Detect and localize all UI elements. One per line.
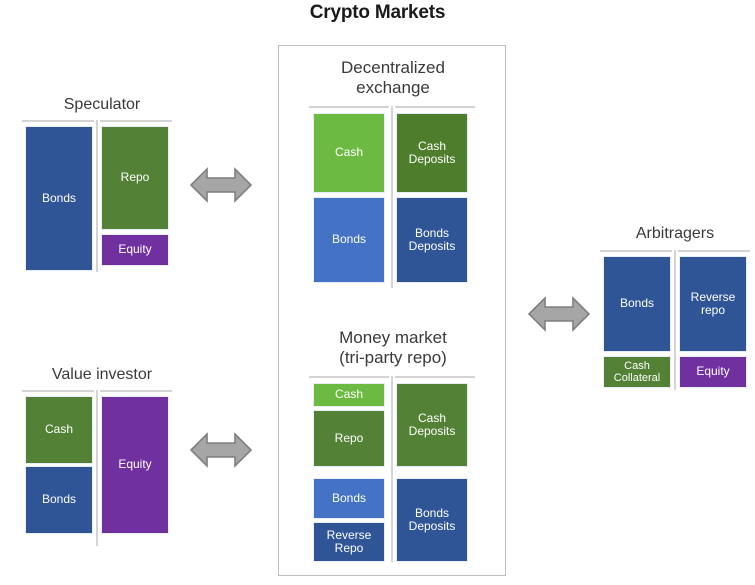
arbitragers-title: Arbitragers: [635, 225, 715, 242]
dex-asset-bonds: Bonds: [313, 197, 385, 283]
speculator-balance-divider: [96, 120, 98, 272]
speculator-liability-equity: Equity: [101, 234, 169, 266]
money-market-liability-bonds-deposits: Bonds Deposits: [396, 478, 468, 562]
arbitragers-asset-cash-collateral: Cash Collateral: [603, 356, 671, 388]
money-market-balance-divider: [391, 376, 393, 562]
speculator-liability-rule: [100, 120, 172, 122]
page-title: Crypto Markets: [309, 2, 446, 23]
arrow-money-market-to-arbitragers: [527, 292, 591, 336]
money-market-title-line2: (tri-party repo): [339, 348, 447, 367]
arbitragers-asset-bonds: Bonds: [603, 256, 671, 352]
value-investor-liability-rule: [100, 390, 172, 392]
dex-title-line1: Decentralized: [341, 58, 445, 77]
arbitragers-liability-equity: Equity: [679, 356, 747, 388]
money-market-title-line1: Money market: [339, 328, 447, 347]
value-investor-liability-equity: Equity: [101, 396, 169, 534]
dex-balance-divider: [391, 106, 393, 288]
dex-title-line2: exchange: [356, 78, 430, 97]
dex-liability-bonds-deposits: Bonds Deposits: [396, 197, 468, 283]
arbitragers-balance-divider: [674, 250, 676, 390]
money-market-asset-reverse-repo: Reverse Repo: [313, 522, 385, 562]
entity-speculator: Speculator Bonds Repo Equity: [22, 96, 182, 286]
value-investor-title: Value investor: [51, 366, 153, 383]
dex-asset-cash: Cash: [313, 113, 385, 193]
entity-arbitragers: Arbitragers Bonds Cash Collateral Revers…: [600, 225, 750, 395]
arrow-value-investor-to-money-market: [189, 428, 253, 472]
speculator-asset-rule: [22, 120, 94, 122]
arbitragers-liability-rule: [678, 250, 750, 252]
money-market-asset-repo: Repo: [313, 410, 385, 467]
money-market-asset-cash: Cash: [313, 383, 385, 407]
money-market-asset-rule: [309, 376, 389, 378]
value-investor-balance-divider: [96, 390, 98, 546]
arrow-speculator-to-dex: [189, 163, 253, 207]
arbitragers-asset-rule: [600, 250, 672, 252]
value-investor-asset-cash: Cash: [25, 396, 93, 464]
speculator-title: Speculator: [63, 96, 141, 113]
value-investor-asset-rule: [22, 390, 94, 392]
entity-money-market: Money market (tri-party repo) Cash Repo …: [299, 328, 487, 563]
arbitragers-liability-reverse-repo: Reverse repo: [679, 256, 747, 352]
money-market-asset-bonds: Bonds: [313, 478, 385, 519]
speculator-asset-bonds: Bonds: [25, 126, 93, 271]
dex-liability-rule: [395, 106, 475, 108]
entity-decentralized-exchange: Decentralized exchange Cash Bonds Cash D…: [299, 58, 487, 288]
money-market-liability-rule: [395, 376, 475, 378]
dex-liability-cash-deposits: Cash Deposits: [396, 113, 468, 193]
dex-asset-rule: [309, 106, 389, 108]
money-market-liability-cash-deposits: Cash Deposits: [396, 383, 468, 467]
speculator-liability-repo: Repo: [101, 126, 169, 230]
entity-value-investor: Value investor Cash Bonds Equity: [22, 366, 182, 556]
value-investor-asset-bonds: Bonds: [25, 466, 93, 534]
